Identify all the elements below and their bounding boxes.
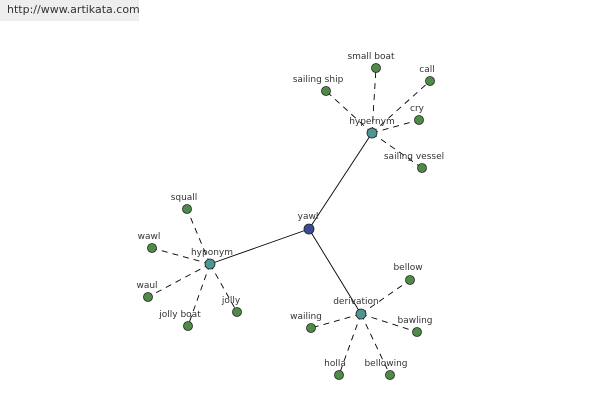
node-call[interactable] (425, 76, 435, 86)
node-label-squall[interactable]: squall (171, 193, 198, 203)
node-label-derivation[interactable]: derivation (333, 297, 379, 307)
edge-hyponym-squall (186, 208, 211, 265)
node-derivation[interactable] (355, 308, 367, 320)
node-wailing[interactable] (306, 323, 316, 333)
node-label-small-boat[interactable]: small boat (347, 52, 395, 62)
node-bellowing[interactable] (385, 370, 395, 380)
node-squall[interactable] (182, 204, 192, 214)
node-bellow[interactable] (405, 275, 415, 285)
node-label-cry[interactable]: cry (410, 104, 425, 114)
node-label-wailing[interactable]: wailing (290, 312, 322, 322)
node-sailing-vessel[interactable] (417, 163, 427, 173)
node-jolly[interactable] (232, 307, 242, 317)
edge-derivation-bellowing (360, 313, 391, 376)
node-small-boat[interactable] (371, 63, 381, 73)
edges-layer (147, 67, 431, 376)
node-label-wawl[interactable]: wawl (138, 232, 161, 242)
node-label-holla[interactable]: holla (324, 359, 346, 369)
node-label-sailing-vessel[interactable]: sailing vessel (384, 152, 444, 162)
node-holla[interactable] (334, 370, 344, 380)
edge-yawl-derivation (308, 228, 362, 315)
node-cry[interactable] (414, 115, 424, 125)
node-hypernym[interactable] (366, 127, 378, 139)
edge-hyponym-waul (147, 263, 211, 298)
node-label-jolly-boat[interactable]: jolly boat (158, 310, 201, 320)
node-label-waul[interactable]: waul (136, 281, 157, 291)
node-yawl[interactable] (303, 223, 315, 235)
labels-layer: yawl hypernym sailing ship small boat call cr… (136, 52, 444, 369)
edge-yawl-hyponym (209, 228, 310, 265)
edge-derivation-wailing (310, 313, 362, 329)
nodes-layer (143, 63, 435, 380)
node-sailing-ship[interactable] (321, 86, 331, 96)
source-url-link[interactable]: http://www.artikata.com (0, 0, 139, 21)
node-label-hyponym[interactable]: hyponym (191, 248, 233, 258)
node-label-jolly[interactable]: jolly (221, 296, 241, 306)
edge-hypernym-call (371, 80, 431, 134)
node-label-sailing-ship[interactable]: sailing ship (293, 75, 344, 85)
edge-derivation-bawling (360, 313, 418, 333)
edge-hyponym-jolly (209, 263, 238, 313)
node-hyponym[interactable] (204, 258, 216, 270)
node-label-yawl[interactable]: yawl (298, 212, 319, 222)
node-waul[interactable] (143, 292, 153, 302)
edge-derivation-bellow (360, 279, 411, 315)
edge-hypernym-sailing-vessel (371, 132, 423, 169)
edge-yawl-hypernym (308, 132, 373, 230)
node-label-call[interactable]: call (419, 65, 434, 75)
node-wawl[interactable] (147, 243, 157, 253)
node-label-bellowing[interactable]: bellowing (364, 359, 407, 369)
node-bawling[interactable] (412, 327, 422, 337)
node-label-bawling[interactable]: bawling (397, 316, 432, 326)
node-label-hypernym[interactable]: hypernym (349, 117, 395, 127)
edge-hypernym-cry (371, 119, 420, 134)
node-label-bellow[interactable]: bellow (393, 263, 422, 273)
node-jolly-boat[interactable] (183, 321, 193, 331)
